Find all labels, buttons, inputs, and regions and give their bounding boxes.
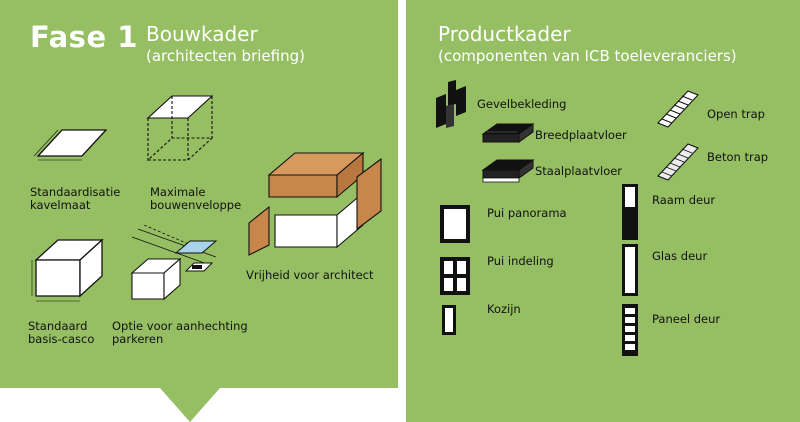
left-panel-subtitle: (architecten briefing)	[146, 47, 305, 65]
slab-floor-icon	[481, 123, 535, 143]
open-stair-icon	[657, 90, 699, 128]
label-gevelbekleding: Gevelbekleding	[477, 97, 567, 111]
steel-deck-floor-icon	[481, 159, 535, 183]
panorama-window-icon	[440, 205, 470, 243]
concrete-stair-icon	[657, 143, 699, 181]
label-paneel-deur: Paneel deur	[652, 312, 721, 326]
item-label-parkeren: Optie voor aanhechting parkeren	[112, 320, 252, 346]
phase-title: Fase 1	[30, 20, 138, 54]
flat-plot-icon	[33, 129, 108, 161]
label-kozijn: Kozijn	[487, 302, 521, 316]
facade-cladding-icon	[436, 80, 466, 128]
item-label-architect: Vrijheid voor architect	[246, 268, 374, 282]
label-beton-trap: Beton trap	[707, 150, 769, 164]
divided-window-icon	[440, 257, 470, 295]
label-pui-panorama: Pui panorama	[487, 206, 567, 220]
label-staalplaatvloer: Staalplaatvloer	[535, 164, 623, 178]
left-panel-background	[0, 0, 398, 422]
item-label-bouwenveloppe: Maximale bouwenveloppe	[150, 186, 260, 212]
label-raam-deur: Raam deur	[652, 193, 716, 207]
box-casco-icon	[31, 238, 104, 302]
casco-text: Standaard basis-casco	[28, 319, 95, 346]
left-panel-title: Bouwkader	[146, 22, 258, 46]
window-frame-icon	[442, 305, 456, 335]
right-panel-title: Productkader	[438, 22, 571, 46]
right-panel-background	[406, 0, 800, 422]
glass-door-icon	[622, 244, 638, 296]
architect-freedom-icon	[248, 151, 382, 256]
right-panel-subtitle: (componenten van ICB toeleveranciers)	[438, 47, 737, 65]
kavelmaat-text: Standaardisatie kavelmaat	[30, 185, 121, 212]
dashed-envelope-icon	[146, 95, 214, 161]
item-label-kavelmaat: Standaardisatie kavelmaat	[30, 186, 140, 212]
parking-attachment-icon	[130, 225, 218, 301]
label-glas-deur: Glas deur	[652, 249, 708, 263]
label-breedplaatvloer: Breedplaatvloer	[535, 128, 627, 142]
label-pui-indeling: Pui indeling	[487, 254, 554, 268]
left-panel: Fase 1 Bouwkader (architecten briefing) …	[0, 0, 398, 422]
panel-door-icon	[622, 304, 638, 356]
window-door-icon	[622, 184, 638, 240]
right-panel: Productkader (componenten van ICB toelev…	[406, 0, 800, 422]
parkeren-text: Optie voor aanhechting parkeren	[112, 319, 248, 346]
item-label-casco: Standaard basis-casco	[28, 320, 123, 346]
label-open-trap: Open trap	[707, 107, 765, 121]
bouwenveloppe-text: Maximale bouwenveloppe	[150, 185, 242, 212]
